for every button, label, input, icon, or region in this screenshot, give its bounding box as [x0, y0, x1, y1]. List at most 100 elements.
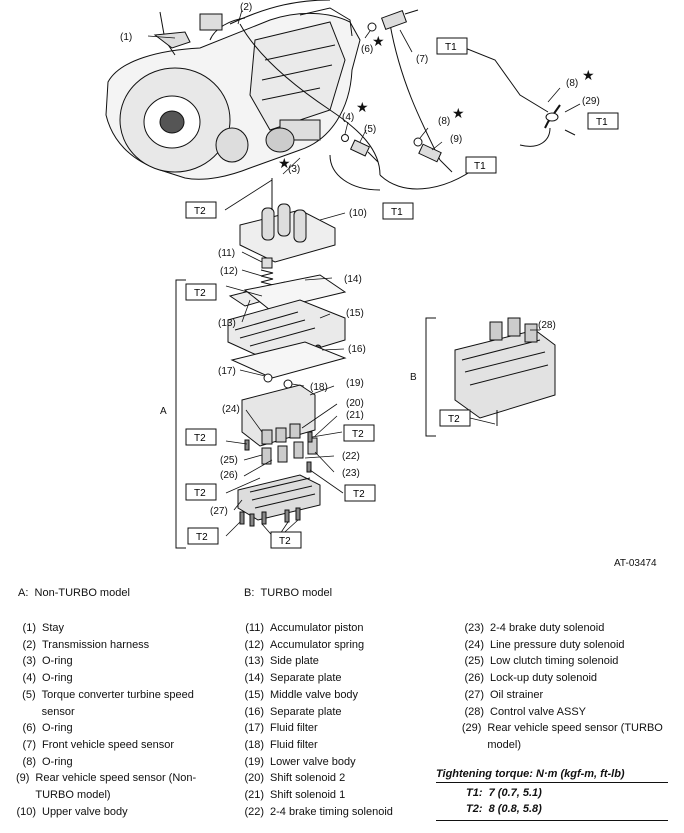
callout-5: (5) — [364, 124, 376, 135]
transmission-harness — [229, 0, 331, 25]
svg-text:★: ★ — [452, 106, 465, 122]
legend-text: Oil strainer — [490, 688, 544, 701]
callout-2: (2) — [240, 2, 252, 13]
torque-box-t2: T2 — [185, 428, 217, 446]
legend-text: Fluid filter — [270, 722, 318, 735]
legend-item: (3)O-ring — [0, 653, 228, 670]
torque-box-t1: T1 — [436, 37, 468, 55]
torque-box-t2: T2 — [185, 483, 217, 501]
callout-22: (22) — [342, 451, 360, 462]
svg-text:T2: T2 — [196, 532, 208, 543]
legend-number: (23) — [464, 622, 484, 634]
legend-number: (28) — [464, 705, 484, 718]
bracket-b — [425, 317, 436, 437]
callout-8a: (8) — [566, 78, 578, 89]
svg-text:★: ★ — [278, 156, 291, 172]
legend-text: Transmission harness — [42, 638, 150, 651]
callout-4: (4) — [342, 112, 354, 123]
separate-plate-16 — [230, 341, 347, 379]
torque-box-t1: T1 — [587, 112, 619, 130]
legend-text: O-ring — [42, 722, 73, 735]
legend-number: (20) — [244, 772, 264, 785]
legend-item: (20) Shift solenoid 2 — [228, 770, 448, 787]
svg-text:T2: T2 — [279, 536, 291, 547]
legend-item: (22) 2-4 brake timing solenoid — [228, 804, 448, 821]
legend-item: (6)O-ring — [0, 720, 228, 737]
svg-text:★: ★ — [356, 100, 369, 116]
legend-number: (25) — [464, 655, 484, 668]
legend-number: (15) — [244, 688, 264, 701]
legend-column-3: (23)2-4 brake duty solenoid(24)Line pres… — [448, 620, 684, 754]
callout-24: (24) — [222, 404, 240, 415]
svg-text:T1: T1 — [474, 161, 486, 172]
legend-text: Rear vehicle speed sensor (TURBO model) — [487, 722, 663, 751]
legend-number: (19) — [244, 755, 264, 768]
legend-number: (26) — [464, 672, 484, 685]
stay — [153, 31, 191, 49]
legend-text: Lock-up duty solenoid — [490, 672, 598, 685]
rear-vehicle-speed-sensor — [413, 137, 453, 173]
legend-text: Low clutch timing solenoid — [490, 655, 619, 668]
callout-9: (9) — [450, 134, 462, 145]
legend-text: 2-4 brake timing solenoid — [270, 805, 393, 818]
legend-item: (4)O-ring — [0, 670, 228, 687]
legend-item: (24)Line pressure duty solenoid — [448, 637, 684, 654]
torque-box-t2: T2 — [185, 283, 217, 301]
torque-box-t1: T1 — [382, 202, 414, 220]
legend-item: (11)Accumulator piston — [228, 620, 448, 637]
legend-item: (15) Middle valve body — [228, 687, 448, 704]
legend-text: Rear vehicle speed sensor (Non-TURBO mod… — [35, 772, 197, 802]
upper-valve-body — [239, 178, 336, 263]
legend-item: (16)Separate plate — [228, 704, 448, 721]
legend-number: (22) — [244, 805, 264, 818]
callout-21: (21) — [346, 410, 364, 421]
callout-28: (28) — [538, 320, 556, 331]
callout-23: (23) — [342, 468, 360, 479]
lower-valve-body — [241, 384, 316, 447]
legend-number: (14) — [244, 672, 264, 685]
legend-item: (28)Control valve ASSY — [448, 704, 684, 721]
legend-number: (4) — [22, 672, 36, 685]
solenoid-group — [261, 437, 318, 465]
legend-number: (9) — [15, 772, 30, 785]
legend-item: (19)Lower valve body — [228, 754, 448, 771]
callout-7: (7) — [416, 54, 428, 65]
legend-number: (18) — [244, 738, 264, 751]
oil-strainer — [237, 474, 321, 521]
legend-column-1: (1)Stay(2)Transmission harness(3)O-ring(… — [0, 620, 228, 820]
svg-text:T1: T1 — [596, 117, 608, 128]
legend-item: (14)Separate plate — [228, 670, 448, 687]
svg-text:T2: T2 — [194, 288, 206, 299]
legend-number: (3) — [22, 655, 36, 668]
torque-box-t2: T2 — [185, 201, 217, 219]
legend-text: Accumulator piston — [270, 622, 364, 634]
accumulator-piston — [261, 257, 273, 269]
legend-item: (13)Side plate — [228, 653, 448, 670]
legend-text: Line pressure duty solenoid — [490, 638, 625, 651]
svg-text:T1: T1 — [445, 42, 457, 53]
legend-item: (21)Shift solenoid 1 — [228, 787, 448, 804]
svg-text:T2: T2 — [448, 414, 460, 425]
callout-b: B — [410, 372, 417, 383]
model-key-a: A: Non-TURBO model — [18, 587, 130, 599]
legend-text: Shift solenoid 2 — [270, 772, 346, 785]
callout-1: (1) — [120, 32, 132, 43]
torque-box-t2: T2 — [344, 484, 376, 502]
legend-item: (12)Accumulator spring — [228, 637, 448, 654]
torque-box-t2: T2 — [187, 527, 219, 545]
star-marks: ★ ★ ★ ★ ★ — [278, 34, 595, 172]
legend-text: Middle valve body — [270, 688, 359, 701]
legend-item: (23)2-4 brake duty solenoid — [448, 620, 684, 637]
torque-box-t1: T1 — [465, 156, 497, 174]
svg-text:T1: T1 — [391, 207, 403, 218]
torque-box-t2: T2 — [270, 531, 302, 549]
svg-text:★: ★ — [582, 68, 595, 84]
callout-3: (3) — [288, 164, 300, 175]
turbine-speed-sensor — [341, 134, 379, 163]
torque-box-t2: T2 — [343, 424, 375, 442]
legend-text: Front vehicle speed sensor — [42, 738, 175, 751]
svg-text:T2: T2 — [194, 206, 206, 217]
legend-item: (27)Oil strainer — [448, 687, 684, 704]
transmission-housing — [105, 7, 361, 180]
separate-plate-14 — [243, 274, 347, 311]
